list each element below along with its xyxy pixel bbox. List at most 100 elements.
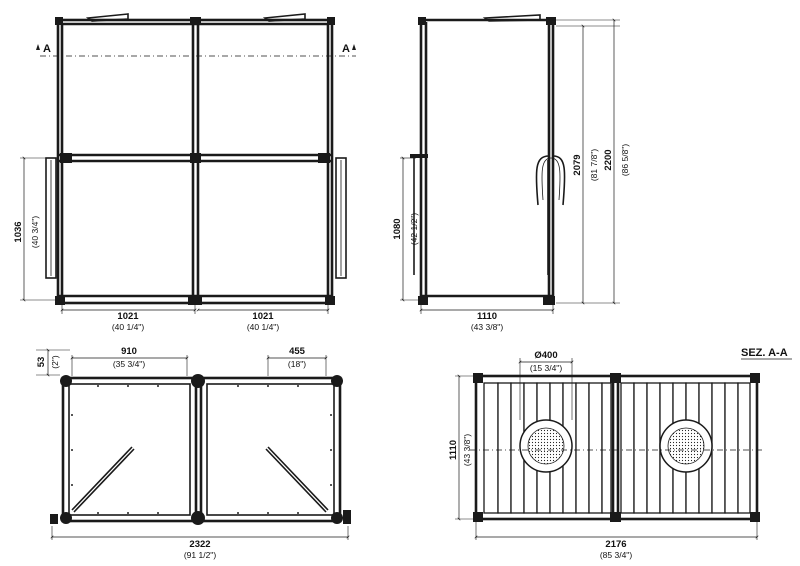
section-slat bbox=[588, 382, 603, 514]
plan-hole bbox=[330, 484, 332, 486]
plan-total-width: 2322 bbox=[189, 539, 210, 550]
plan-left-bay bbox=[68, 383, 191, 516]
section-slat bbox=[646, 382, 661, 514]
front-hinge-center bbox=[190, 153, 201, 163]
section-slat bbox=[575, 382, 590, 514]
section-height: 1110 bbox=[448, 440, 459, 460]
plan-hole bbox=[71, 484, 73, 486]
front-corner-tc bbox=[190, 17, 201, 25]
plan-hole bbox=[267, 512, 269, 514]
section-slat bbox=[724, 382, 739, 514]
side-foot-right bbox=[543, 296, 555, 305]
side-bracket-left bbox=[410, 154, 428, 158]
plan-hole bbox=[267, 385, 269, 387]
section-diameter-inch: (15 3/4") bbox=[530, 363, 562, 373]
section-slat bbox=[620, 382, 635, 514]
plan-offset: 53 bbox=[36, 357, 47, 368]
plan-opening-left: 910 bbox=[121, 346, 137, 357]
plan-opening-right-inch: (18") bbox=[288, 359, 306, 369]
plan-brace-right-2 bbox=[265, 448, 327, 513]
plan-node-bc bbox=[191, 511, 205, 525]
fan-left-grille bbox=[527, 427, 565, 465]
plan-hole bbox=[330, 449, 332, 451]
section-width-inch: (85 3/4") bbox=[600, 550, 632, 560]
front-corner-tr bbox=[327, 17, 335, 25]
section-corner bbox=[750, 512, 760, 522]
plan-node-br bbox=[331, 512, 343, 524]
plan-hole bbox=[71, 449, 73, 451]
side-corner-tl bbox=[418, 17, 426, 25]
side-height-total: 2200 bbox=[603, 149, 614, 170]
side-view: 1080 (42 1/2") 2079 (81 7/8") 2200 (86 5… bbox=[392, 14, 630, 332]
plan-clamp-left bbox=[50, 514, 58, 524]
front-height-inch: (40 3/4") bbox=[30, 216, 40, 248]
section-slat bbox=[711, 382, 726, 514]
side-height-total-inch: (86 5/8") bbox=[620, 144, 630, 176]
side-height-left: 1080 bbox=[392, 218, 403, 239]
side-hose-1 bbox=[535, 155, 550, 206]
front-hood-right bbox=[262, 13, 306, 22]
section-slat bbox=[497, 382, 512, 514]
side-foot-left bbox=[418, 296, 428, 305]
side-hose-3 bbox=[541, 157, 552, 201]
side-hose-2 bbox=[552, 155, 566, 206]
plan-hole bbox=[297, 385, 299, 387]
plan-brace-left-2 bbox=[73, 448, 135, 513]
plan-hole bbox=[157, 512, 159, 514]
front-right-leg bbox=[335, 157, 347, 279]
plan-brace-right bbox=[267, 446, 329, 511]
side-height-mid-inch: (81 7/8") bbox=[589, 149, 599, 181]
plan-node-tc bbox=[191, 374, 205, 388]
plan-hole bbox=[237, 385, 239, 387]
side-width-inch: (43 3/8") bbox=[471, 322, 503, 332]
section-corner bbox=[750, 373, 760, 383]
section-slat bbox=[633, 382, 648, 514]
section-title: SEZ. A-A bbox=[741, 347, 788, 359]
side-height-mid: 2079 bbox=[572, 154, 583, 175]
plan-node-tl bbox=[60, 375, 72, 387]
section-corner bbox=[610, 373, 621, 383]
plan-view: 910 (35 3/4") 455 (18") 53 (2") 2322 (91… bbox=[36, 346, 351, 560]
section-slat bbox=[601, 382, 612, 514]
front-height-label: 1036 bbox=[13, 221, 24, 242]
plan-hole bbox=[71, 414, 73, 416]
front-view: A A 1036 (40 3/4") 1021 (40 1/4") 1021 (… bbox=[13, 13, 356, 332]
front-foot-right bbox=[325, 296, 335, 305]
section-diameter: Ø400 bbox=[534, 350, 557, 361]
front-hinge-right bbox=[318, 153, 330, 163]
plan-hole bbox=[127, 512, 129, 514]
fan-right-grille bbox=[667, 427, 705, 465]
section-slat bbox=[483, 382, 499, 514]
side-width: 1110 bbox=[477, 311, 497, 322]
section-marker-right: A bbox=[342, 43, 350, 55]
section-corner bbox=[610, 512, 621, 522]
section-marker-left: A bbox=[43, 43, 51, 55]
section-width: 2176 bbox=[605, 539, 626, 550]
plan-node-tr bbox=[331, 375, 343, 387]
plan-hole bbox=[237, 512, 239, 514]
plan-hole bbox=[97, 512, 99, 514]
side-hose-4 bbox=[550, 157, 561, 201]
front-corner-tl bbox=[55, 17, 63, 25]
section-arrow-left bbox=[36, 44, 40, 50]
section-arrow-right bbox=[352, 44, 356, 50]
section-slat bbox=[737, 382, 751, 514]
front-width-left: 1021 bbox=[117, 311, 139, 322]
section-view: SEZ. A-A bbox=[448, 347, 792, 560]
side-height-left-inch: (42 1/2") bbox=[409, 213, 419, 245]
front-width-right: 1021 bbox=[252, 311, 274, 322]
front-width-left-inch: (40 1/4") bbox=[112, 322, 144, 332]
section-height-inch: (43 3/8") bbox=[462, 434, 472, 466]
plan-hole bbox=[157, 385, 159, 387]
front-hood-left bbox=[85, 13, 129, 22]
plan-right-bay bbox=[206, 383, 335, 516]
section-corner bbox=[473, 512, 483, 522]
plan-hole bbox=[97, 385, 99, 387]
front-foot-left bbox=[55, 296, 65, 305]
section-corner bbox=[473, 373, 483, 383]
plan-opening-right: 455 bbox=[289, 346, 306, 357]
plan-hole bbox=[297, 512, 299, 514]
plan-hole bbox=[330, 414, 332, 416]
plan-brace-left bbox=[71, 446, 133, 511]
